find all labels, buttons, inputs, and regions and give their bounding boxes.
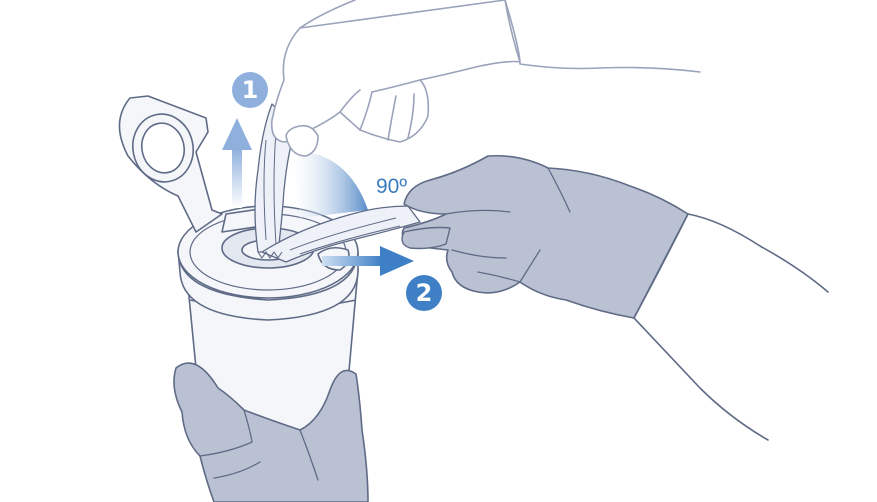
step-1-number: 1 (242, 76, 259, 104)
angle-label: 90º (376, 175, 407, 198)
step-2-badge: 2 (406, 275, 442, 311)
step-1-badge: 1 (232, 72, 268, 108)
step-2-number: 2 (416, 279, 433, 307)
